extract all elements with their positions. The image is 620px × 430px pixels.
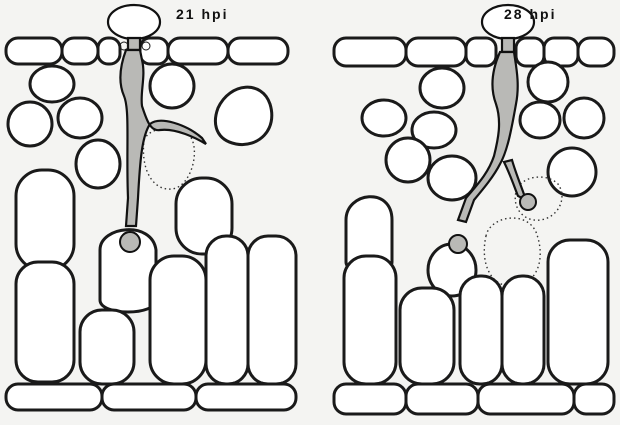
haustorium-right-b (520, 194, 536, 210)
upper-epidermis-right (334, 38, 614, 66)
haustorium-left (120, 232, 140, 252)
palisade-layer-left (16, 170, 296, 384)
infection-hypha-right (458, 52, 518, 222)
lower-epidermis-right (334, 384, 614, 414)
lower-epidermis-left (6, 384, 296, 410)
panel-label-28hpi: 28 hpi (504, 6, 556, 22)
infected-cell-outline-right-b (484, 218, 540, 286)
spore-left (108, 5, 160, 39)
panel-label-21hpi: 21 hpi (176, 6, 228, 22)
haustorium-right-a (449, 235, 467, 253)
panel-28hpi (334, 5, 614, 414)
palisade-layer-right (344, 197, 608, 384)
penetration-peg-right (502, 38, 514, 52)
infected-cell-outline-left (143, 128, 194, 189)
penetration-peg-left (128, 38, 140, 50)
panel-21hpi (6, 5, 296, 410)
